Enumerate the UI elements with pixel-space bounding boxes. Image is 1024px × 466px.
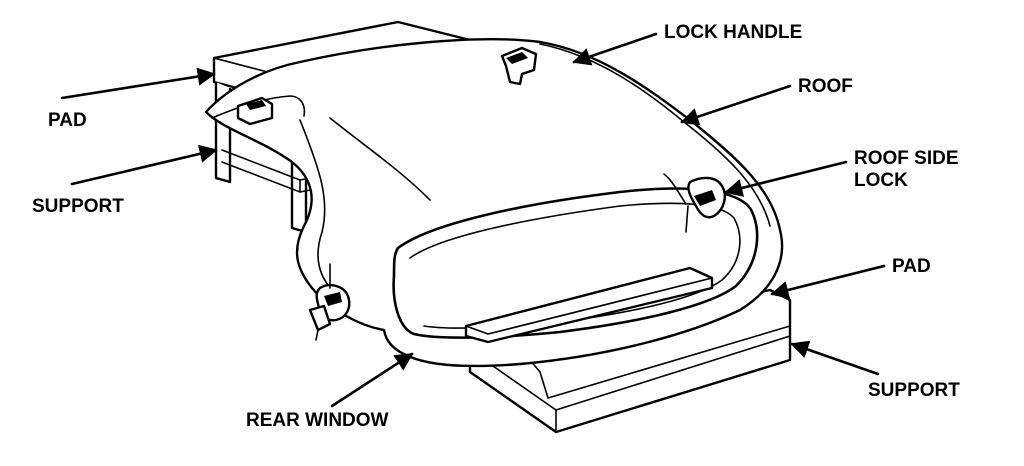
roof-shell bbox=[204, 38, 784, 368]
label-roof-side-lock-line2: LOCK bbox=[854, 170, 908, 191]
label-pad-right: PAD bbox=[892, 256, 931, 277]
pad-left-leader bbox=[60, 67, 216, 100]
roof-side-lock-right bbox=[663, 173, 726, 233]
pad-right-leader bbox=[770, 264, 886, 299]
roof-side-lock-left bbox=[308, 263, 351, 341]
support-left-leader bbox=[70, 144, 218, 186]
label-support-left: SUPPORT bbox=[32, 196, 124, 217]
label-pad-left: PAD bbox=[48, 110, 87, 131]
lock-handle-right bbox=[500, 46, 538, 86]
lock-handle-left bbox=[236, 96, 274, 126]
roof-side-lock-leader bbox=[724, 160, 848, 197]
label-lock-handle: LOCK HANDLE bbox=[664, 22, 802, 43]
label-roof: ROOF bbox=[798, 76, 853, 97]
label-support-right: SUPPORT bbox=[868, 380, 960, 401]
label-rear-window: REAR WINDOW bbox=[246, 410, 389, 431]
support-right-leader bbox=[790, 340, 880, 376]
roof-leader bbox=[680, 84, 792, 126]
lock-handle-leader bbox=[572, 32, 658, 66]
label-roof-side-lock-line1: ROOF SIDE bbox=[854, 148, 959, 169]
rear-window-leader bbox=[330, 352, 414, 408]
